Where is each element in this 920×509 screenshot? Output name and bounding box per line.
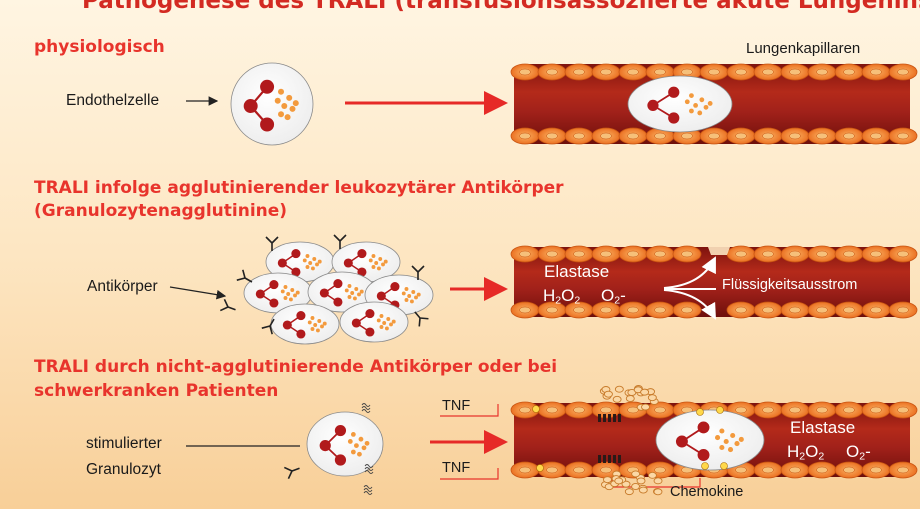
endothelial-cell-row-top-1: [511, 64, 917, 80]
granulocyte-stimulated: [307, 412, 383, 476]
label-elastase-2: Elastase: [544, 262, 609, 282]
label-tnf-top: TNF: [442, 398, 470, 414]
endothelial-cell-row-bottom-1: [511, 128, 917, 144]
granulocyte-in-capillary-1: [628, 76, 732, 132]
agglutinated-granulocyte-6: [271, 304, 339, 344]
label-o2-3: O2-: [846, 442, 871, 463]
adhesion-molecule-5: [721, 463, 728, 470]
heading-trali-agglutinierend-line2: (Granulozytenagglutinine): [34, 201, 287, 221]
antibody-stimulated: [284, 463, 301, 479]
label-endothelzelle: Endothelzelle: [66, 92, 159, 110]
adhesion-molecule-2: [697, 409, 704, 416]
label-o2-2: O2-: [601, 286, 626, 307]
heading-physiologisch: physiologisch: [34, 37, 165, 57]
adhesion-molecule-6: [537, 465, 544, 472]
adhesion-molecule-3: [717, 407, 724, 414]
label-tnf-bottom: TNF: [442, 460, 470, 476]
antikoerper-pointer: [170, 287, 225, 296]
label-h2o2-3: H2O2: [787, 442, 824, 463]
label-fluessigkeitsausstrom: Flüssigkeitsausstrom: [722, 277, 857, 293]
cytokine-wave-1: [362, 404, 370, 413]
granulocyte-in-capillary-3: [656, 410, 764, 470]
label-elastase-3: Elastase: [790, 418, 855, 438]
label-chemokine: Chemokine: [670, 484, 743, 500]
label-h2o2-2: H2O2: [543, 286, 580, 307]
heading-trali-nicht-agglutinierend-line2: schwerkranken Patienten: [34, 381, 278, 401]
agglutinated-granulocyte-7: [340, 302, 408, 342]
adhesion-molecule-4: [702, 463, 709, 470]
antibody-5: [220, 299, 237, 315]
heading-trali-agglutinierend-line1: TRALI infolge agglutinierender leukozytä…: [34, 178, 564, 198]
label-antikoerper: Antikörper: [87, 278, 158, 296]
label-lungenkapillaren: Lungenkapillaren: [746, 40, 860, 57]
adhesion-molecule-1: [533, 406, 540, 413]
granulocyte-physiological: [231, 63, 313, 145]
label-stimulierter: stimulierter: [86, 435, 162, 453]
heading-trali-nicht-agglutinierend-line1: TRALI durch nicht-agglutinierende Antikö…: [34, 357, 557, 377]
label-granulozyt: Granulozyt: [86, 461, 161, 479]
cytokine-wave-3: [364, 486, 372, 495]
